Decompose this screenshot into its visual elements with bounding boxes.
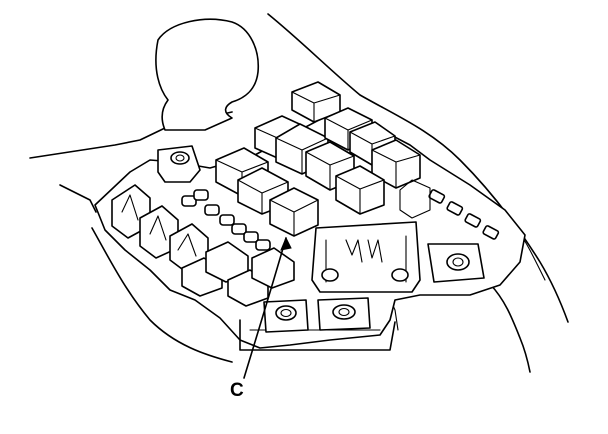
callout-leader [243, 236, 292, 379]
engine-bay-outline [29, 13, 569, 373]
relay-group [215, 81, 421, 237]
bottom-terminals [263, 297, 371, 333]
terminal-post-left [157, 145, 201, 183]
reservoir-shape [155, 18, 260, 131]
fuse-row [181, 189, 271, 251]
right-fuse-slots [399, 179, 500, 240]
terminal-post-right [427, 243, 485, 283]
lower-left-blocks [181, 241, 295, 307]
central-connector [311, 221, 421, 293]
callout-label-c: C [230, 380, 244, 401]
